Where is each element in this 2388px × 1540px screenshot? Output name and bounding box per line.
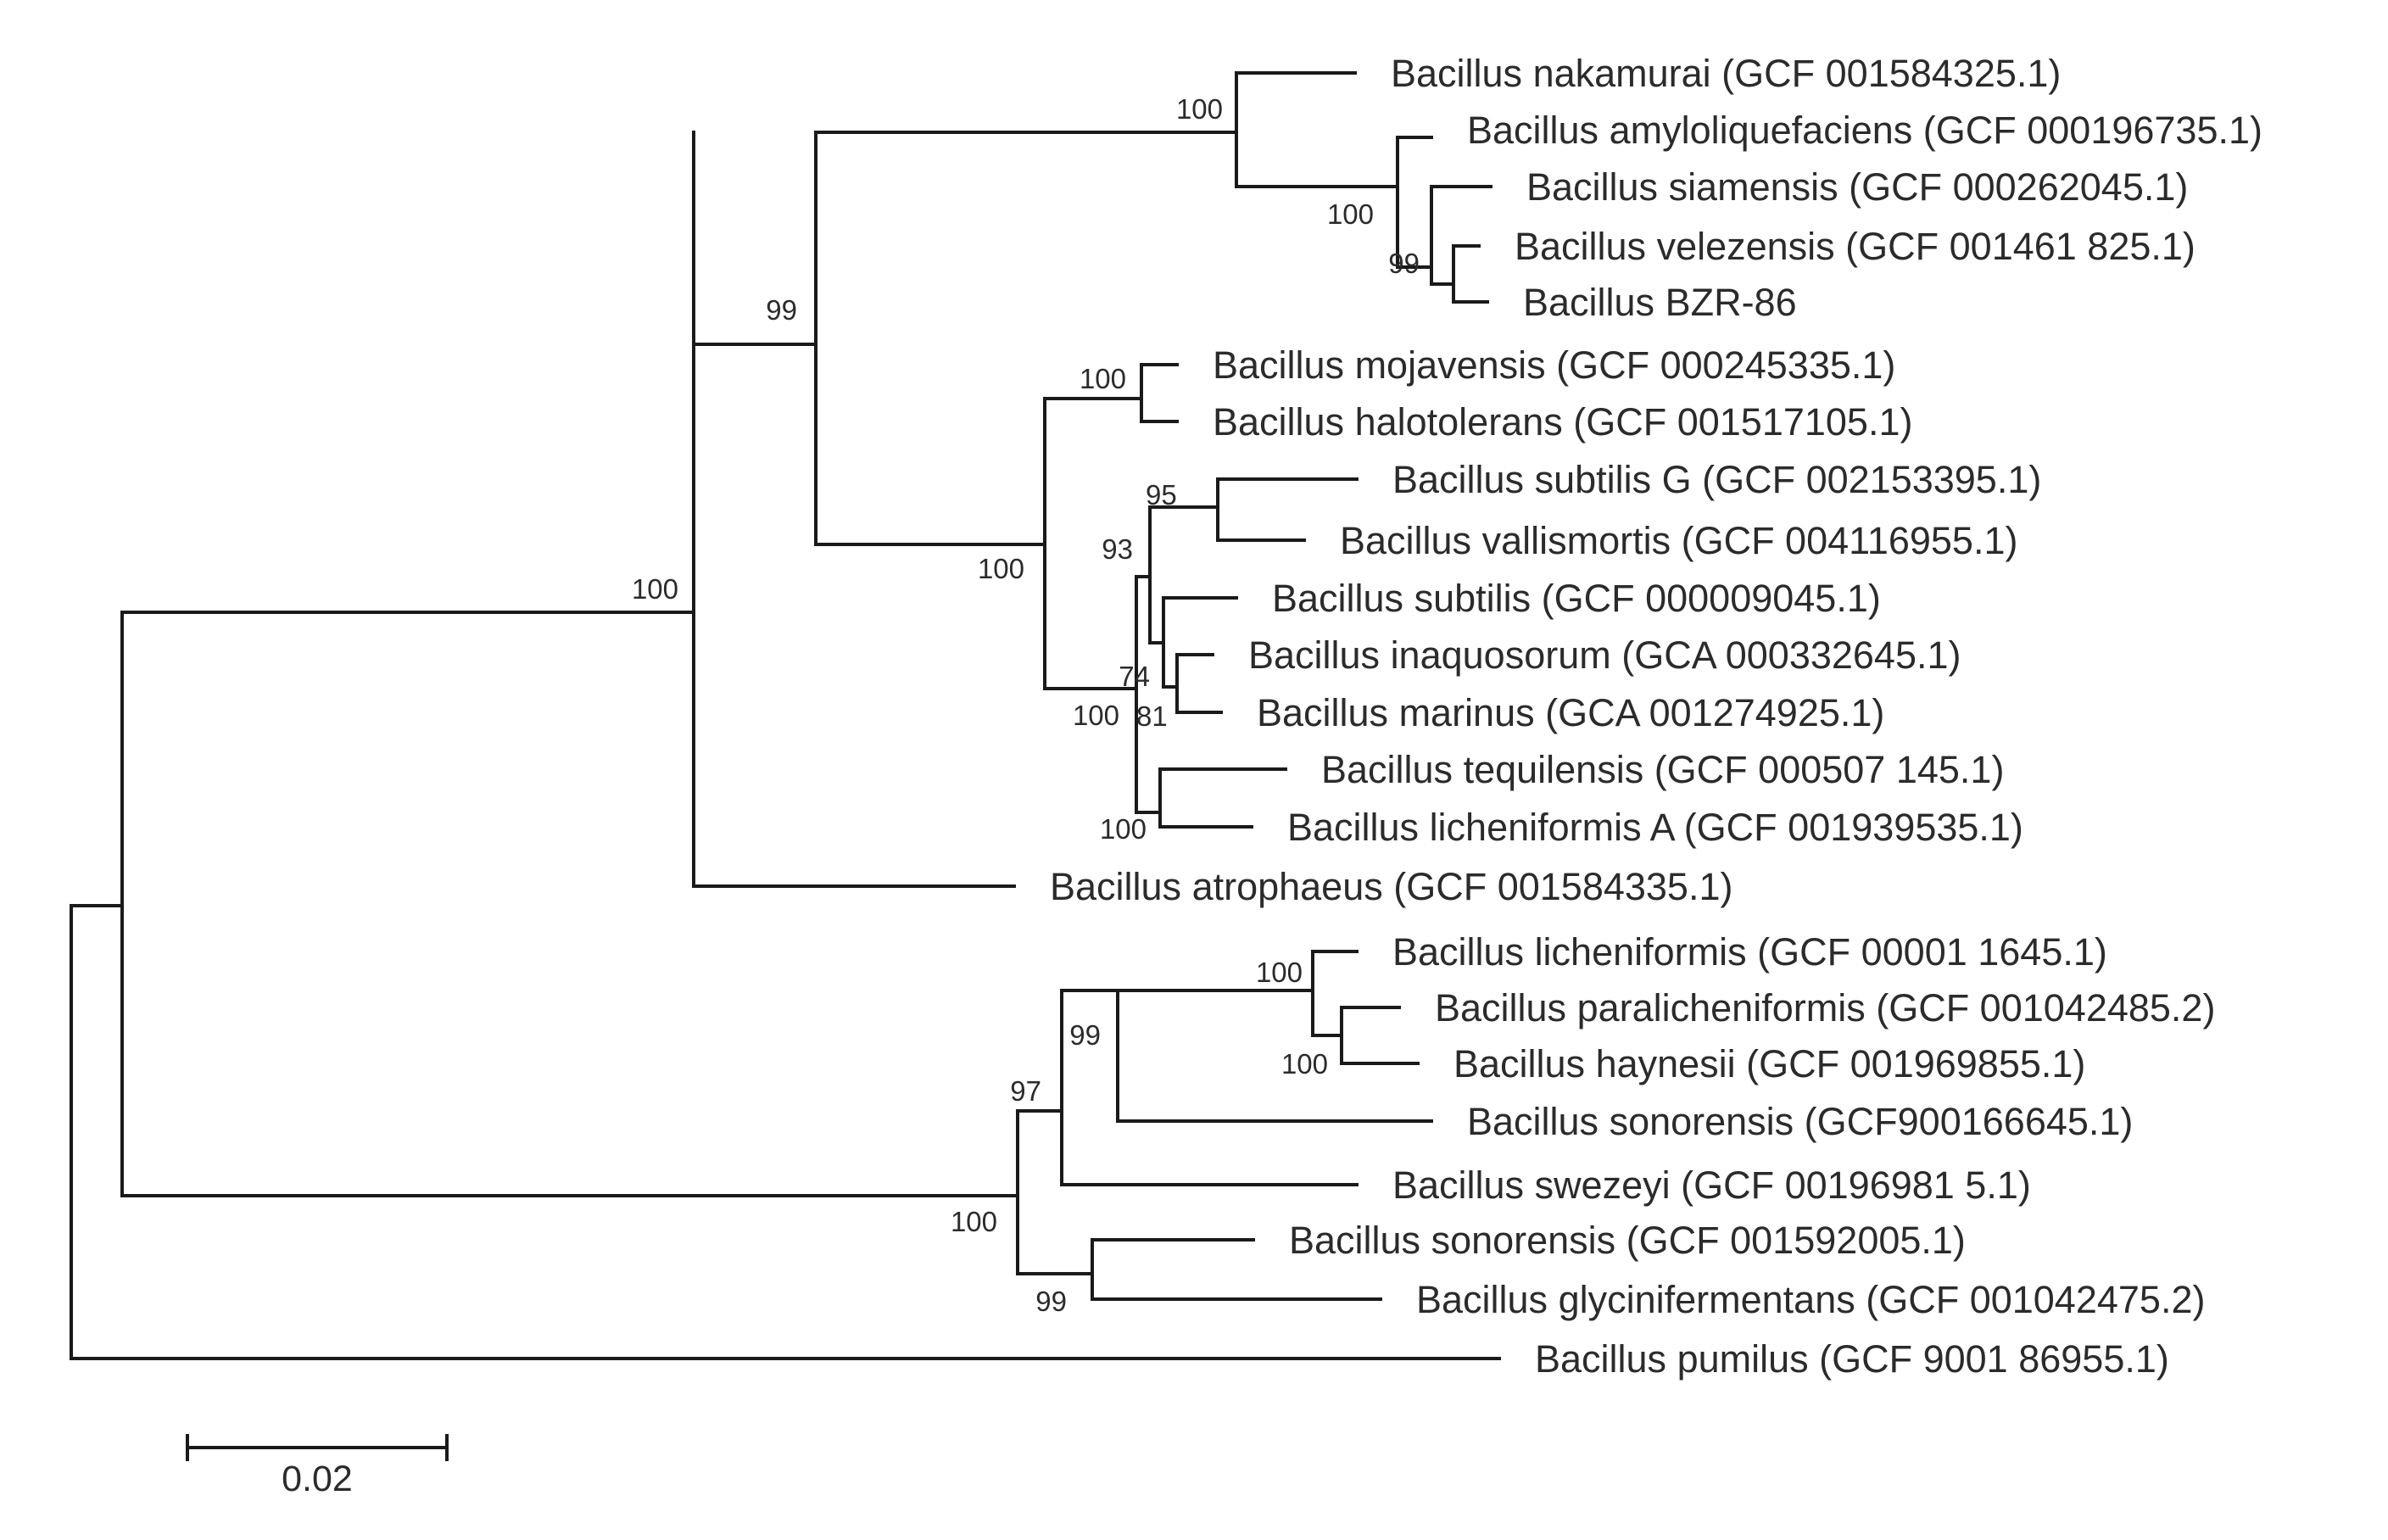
taxon-label: Bacillus inaquosorum (GCA 000332645.1) — [1248, 633, 1961, 677]
bootstrap-value: 99 — [1069, 1019, 1101, 1051]
bootstrap-value: 100 — [1327, 198, 1374, 230]
bootstrap-value: 99 — [1035, 1286, 1067, 1317]
bootstrap-value: 100 — [1176, 93, 1223, 125]
taxon-label: Bacillus subtilis (GCF 000009045.1) — [1272, 577, 1881, 620]
taxon-label: Bacillus mojavensis (GCF 000245335.1) — [1213, 343, 1895, 387]
taxon-label: Bacillus nakamurai (GCF 001584325.1) — [1391, 52, 2061, 95]
bootstrap-value: 100 — [1100, 813, 1147, 845]
bootstrap-value: 100 — [1073, 700, 1119, 731]
bootstrap-value: 93 — [1102, 533, 1133, 565]
taxon-label: Bacillus velezensis (GCF 001461 825.1) — [1515, 225, 2196, 268]
taxon-label: Bacillus subtilis G (GCF 002153395.1) — [1392, 458, 2041, 501]
bootstrap-value: 97 — [1010, 1075, 1041, 1107]
taxon-label: Bacillus haynesii (GCF 001969855.1) — [1453, 1042, 2085, 1085]
taxon-label: Bacillus atrophaeus (GCF 001584335.1) — [1050, 865, 1732, 908]
tree-branches — [70, 71, 1501, 1360]
taxon-label: Bacillus tequilensis (GCF 000507 145.1) — [1321, 748, 2004, 791]
taxon-label: Bacillus sonorensis (GCF 001592005.1) — [1289, 1219, 1966, 1262]
taxon-label: Bacillus siamensis (GCF 000262045.1) — [1526, 165, 2188, 209]
taxon-label: Bacillus glycinifermentans (GCF 00104247… — [1416, 1278, 2205, 1321]
bootstrap-value: 100 — [1281, 1048, 1328, 1080]
taxon-label: Bacillus pumilus (GCF 9001 86955.1) — [1535, 1337, 2169, 1381]
taxon-label: Bacillus BZR-86 — [1523, 281, 1797, 324]
bootstrap-value: 99 — [766, 294, 797, 326]
taxon-label: Bacillus marinus (GCA 001274925.1) — [1257, 691, 1884, 734]
bootstrap-value: 99 — [1388, 248, 1420, 279]
scale-bar: 0.02 — [186, 1434, 449, 1499]
taxon-label: Bacillus licheniformis (GCF 00001 1645.1… — [1392, 930, 2107, 974]
taxon-label: Bacillus sonorensis (GCF900166645.1) — [1467, 1100, 2133, 1143]
bootstrap-value: 100 — [951, 1206, 997, 1237]
bootstrap-value: 100 — [1256, 957, 1303, 988]
taxon-label: Bacillus licheniformis A (GCF 001939535.… — [1287, 806, 2023, 849]
bootstrap-value: 95 — [1146, 479, 1177, 511]
taxon-label: Bacillus amyloliquefaciens (GCF 00019673… — [1467, 109, 2262, 152]
bootstrap-value: 100 — [1080, 363, 1126, 394]
taxon-label: Bacillus vallismortis (GCF 004116955.1) — [1340, 519, 2017, 562]
taxon-labels: Bacillus nakamurai (GCF 001584325.1) Baci… — [1050, 52, 2262, 1381]
taxon-label: Bacillus swezeyi (GCF 00196981 5.1) — [1392, 1163, 2031, 1207]
taxon-label: Bacillus paralicheniformis (GCF 00104248… — [1435, 986, 2215, 1029]
bootstrap-value: 81 — [1136, 700, 1168, 732]
bootstrap-value: 74 — [1119, 661, 1150, 692]
bootstrap-value: 100 — [632, 573, 678, 605]
taxon-label: Bacillus halotolerans (GCF 001517105.1) — [1213, 400, 1912, 444]
scale-bar-label: 0.02 — [282, 1459, 353, 1499]
bootstrap-value: 100 — [978, 553, 1024, 584]
